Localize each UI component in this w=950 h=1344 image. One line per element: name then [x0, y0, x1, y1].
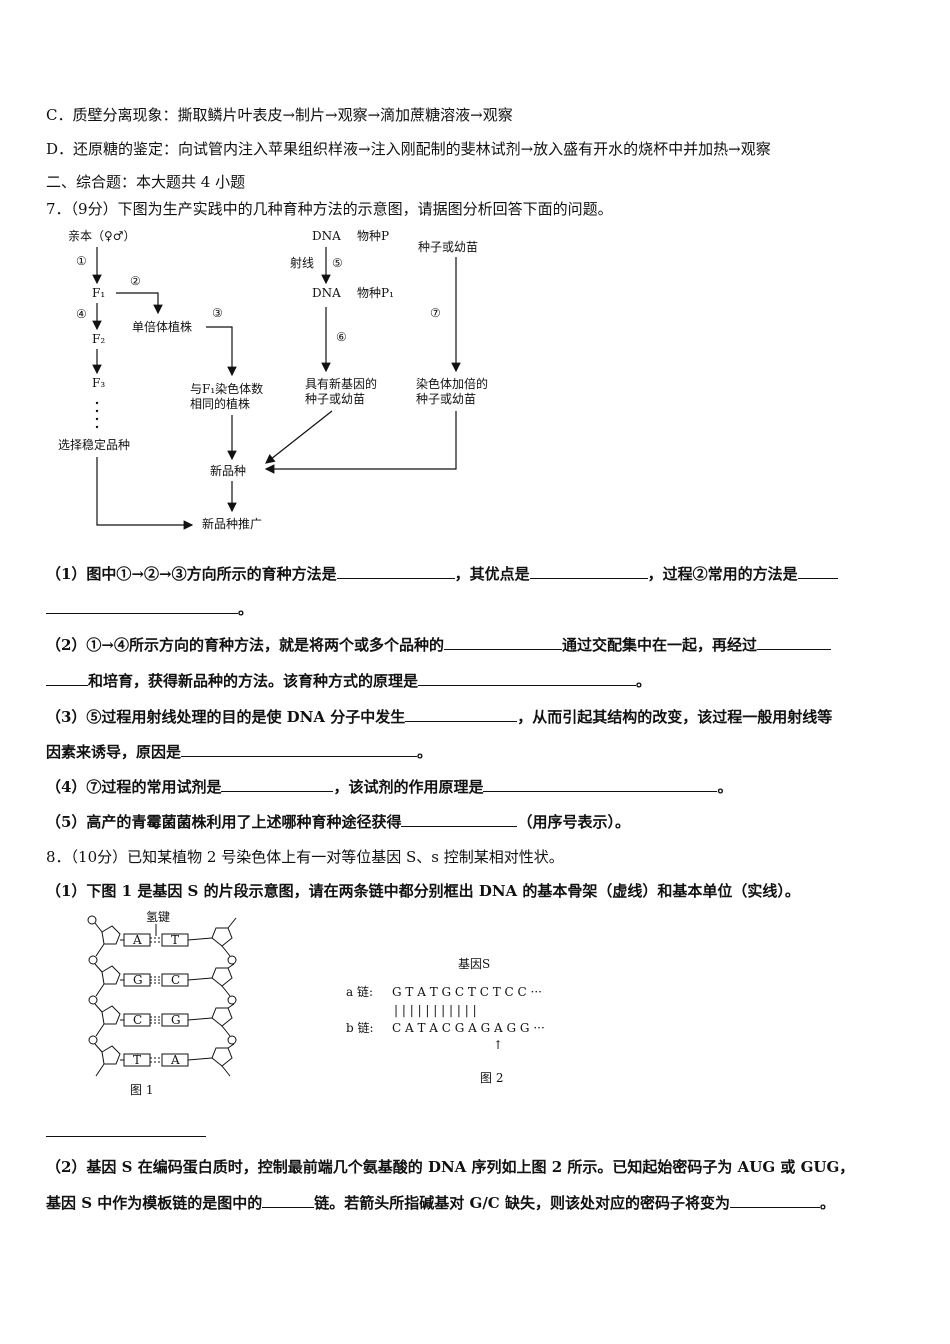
answer-blank[interactable]: [757, 634, 832, 650]
q8-part-1: （1）下图 1 是基因 S 的片段示意图，请在两条链中都分别框出 DNA 的基本…: [46, 882, 800, 900]
option-d: D．还原糖的鉴定：向试管内注入苹果组织样液→注入刚配制的斐林试剂→放入盛有开水的…: [46, 140, 771, 158]
chain-b-label: b 链:: [346, 1020, 374, 1035]
doubled-label-1: 染色体加倍的: [416, 376, 488, 391]
base-right-2: C: [171, 973, 180, 987]
q7-part-5: （5）高产的青霉菌菌株利用了上述哪种育种途径获得（用序号表示）。: [46, 811, 630, 831]
answer-blank[interactable]: [444, 634, 563, 650]
q7-part-1: （1）图中①→②→③方向所示的育种方法是，其优点是，过程②常用的方法是: [46, 563, 838, 584]
figure-2-caption: 图 2: [480, 1071, 503, 1085]
haploid-label: 单倍体植株: [132, 319, 192, 334]
section-title: 二、综合题：本大题共 4 小题: [46, 173, 246, 191]
base-left-1: A: [132, 933, 142, 947]
answer-blank[interactable]: [729, 1192, 820, 1208]
f1-label: F₁: [92, 286, 105, 300]
step-7-label: ⑦: [430, 306, 441, 320]
option-c: C．质壁分离现象：撕取鳞片叶表皮→制片→观察→滴加蔗糖溶液→观察: [46, 106, 513, 124]
new-gene-label-2: 种子或幼苗: [305, 392, 365, 406]
answer-blank[interactable]: [401, 811, 518, 827]
q7-part-2-cont: 和培育，获得新品种的方法。该育种方式的原理是。: [46, 670, 651, 691]
base-left-3: C: [133, 1013, 142, 1027]
base-left-4: T: [133, 1053, 141, 1067]
doubled-label-2: 种子或幼苗: [416, 392, 476, 406]
gene-s-title: 基因S: [458, 957, 490, 971]
q7-stem: 7．（9分）下图为生产实践中的几种育种方法的示意图，请据图分析回答下面的问题。: [46, 200, 613, 218]
q7-part-3: （3）⑤过程用射线处理的目的是使 DNA 分子中发生，从而引起其结构的改变，该过…: [46, 706, 833, 726]
base-right-3: G: [171, 1013, 181, 1027]
chain-a-sequence: G T A T G C T C T C C ···: [392, 985, 542, 999]
answer-blank[interactable]: [46, 670, 88, 686]
q8-part-2: （2）基因 S 在编码蛋白质时，控制最前端几个氨基酸的 DNA 序列如上图 2 …: [46, 1158, 855, 1176]
species-p1-label: 物种P₁: [357, 286, 394, 300]
step-3-label: ③: [212, 306, 223, 320]
radiation-label: 射线: [290, 255, 314, 270]
base-left-2: G: [133, 973, 143, 987]
dna-figure-1: 氢键 A T G C C G T A 图 1: [87, 910, 237, 1097]
answer-blank[interactable]: [529, 563, 648, 579]
q8-part-2-cont: 基因 S 中作为模板链的是图中的链。若箭头所指碱基对 G/C 缺失，则该处对应的…: [46, 1192, 835, 1212]
q8-stem: 8．（10分）已知某植物 2 号染色体上有一对等位基因 S、s 控制某相对性状。: [46, 848, 564, 866]
mutation-arrow-icon: ↑: [493, 1038, 503, 1052]
promotion-label: 新品种推广: [202, 516, 262, 531]
chain-b-sequence: C A T A C G A G A G G ···: [392, 1021, 545, 1035]
footnote-divider: [46, 1136, 206, 1137]
answer-blank[interactable]: [797, 563, 838, 579]
answer-blank[interactable]: [262, 1192, 315, 1208]
answer-blank[interactable]: [181, 741, 418, 757]
dna-figure-2: 基因S a 链: G T A T G C T C T C C ··· | | |…: [346, 957, 545, 1085]
answer-blank[interactable]: [336, 563, 455, 579]
step-4-label: ④: [76, 307, 87, 321]
species-p-label: 物种P: [357, 229, 389, 243]
seed-top-label: 种子或幼苗: [418, 240, 478, 254]
pairing-ticks: | | | | | | | | | | |: [394, 1003, 477, 1017]
answer-blank[interactable]: [483, 776, 718, 792]
answer-blank[interactable]: [46, 598, 238, 614]
select-stable-label: 选择稳定品种: [58, 437, 130, 452]
q7-part-4: （4）⑦过程的常用试剂是，该试剂的作用原理是。: [46, 776, 733, 796]
step-6-label: ⑥: [336, 330, 347, 344]
new-gene-label-1: 具有新基因的: [305, 376, 377, 391]
f3-label: F₃: [92, 376, 105, 390]
answer-blank[interactable]: [405, 706, 518, 722]
chain-a-label: a 链:: [346, 984, 373, 999]
hbond-label: 氢键: [146, 910, 170, 924]
figure-1-caption: 图 1: [130, 1083, 153, 1097]
step-2-label: ②: [130, 274, 141, 288]
q7-part-2: （2）①→④所示方向的育种方法，就是将两个或多个品种的通过交配集中在一起，再经过: [46, 634, 832, 655]
new-variety-label: 新品种: [210, 463, 246, 478]
breeding-diagram: 亲本（♀♂） ① F₁ ② ④ F₂ F₃ 单倍体植株 ③ 与F₁染色体数 相同…: [58, 229, 488, 531]
same-chrom-label-1: 与F₁染色体数: [190, 381, 263, 396]
answer-blank[interactable]: [418, 670, 637, 686]
q7-part-1-cont: 。: [46, 598, 253, 619]
base-right-4: A: [170, 1053, 180, 1067]
step-1-label: ①: [76, 254, 87, 268]
step-5-label: ⑤: [332, 256, 343, 270]
left-backbone: [87, 915, 121, 1077]
q7-part-3-cont: 因素来诱导，原因是。: [46, 741, 433, 761]
f2-label: F₂: [92, 332, 105, 346]
answer-blank[interactable]: [221, 776, 334, 792]
right-backbone: [211, 917, 237, 1077]
dna-top-label: DNA: [312, 229, 341, 243]
dna-bottom-label: DNA: [312, 286, 341, 300]
same-chrom-label-2: 相同的植株: [190, 396, 250, 411]
base-right-1: T: [171, 933, 179, 947]
parent-label: 亲本（♀♂）: [68, 229, 136, 243]
